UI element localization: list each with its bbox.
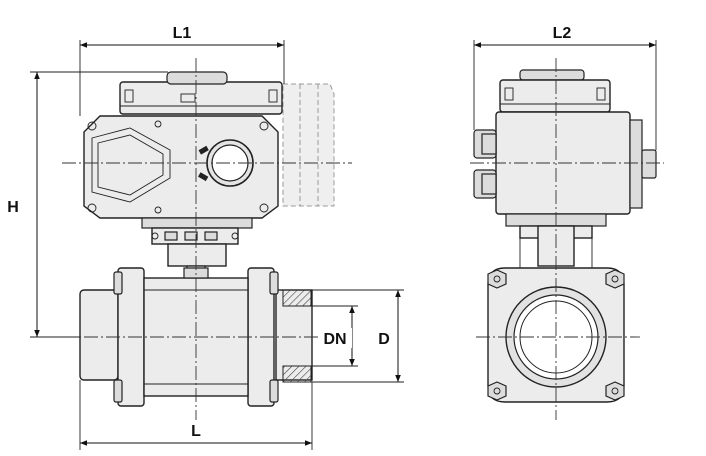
dimension-L: L	[79, 380, 313, 450]
dimension-L2: L2	[473, 25, 657, 150]
cable-gland-icon	[473, 129, 497, 199]
label-D: D	[378, 331, 390, 348]
label-L1: L1	[173, 25, 192, 42]
actuator-cover-ghost	[282, 83, 335, 207]
mounting-bracket	[141, 217, 253, 297]
side-view: L2	[470, 25, 664, 420]
dimension-DN: DN	[311, 305, 358, 367]
label-L: L	[191, 423, 201, 440]
dimension-L1: L1	[79, 25, 285, 116]
dimension-D: D	[311, 289, 404, 383]
side-actuator-housing	[495, 69, 657, 215]
label-H: H	[7, 199, 19, 216]
dimension-H: H	[7, 71, 168, 338]
label-L2: L2	[553, 25, 572, 42]
front-view: L1 H L DN D	[7, 25, 404, 450]
actuator-top-housing	[119, 71, 283, 115]
label-DN: DN	[323, 331, 346, 348]
position-indicator-icon	[198, 139, 254, 187]
